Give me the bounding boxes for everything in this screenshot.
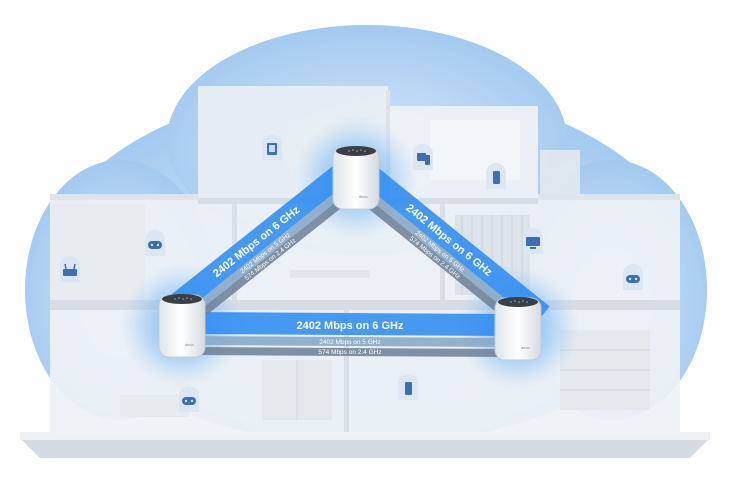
link-left-top: 2402 Mbps on 6 GHz 2402 Mbps on 5 GHz 57… <box>159 154 372 334</box>
link-bottom-primary-label: 2402 Mbps on 6 GHz <box>297 320 404 332</box>
node-logo: deco <box>521 345 530 350</box>
band-6ghz <box>349 155 550 324</box>
device-icons <box>60 134 643 412</box>
band-24ghz <box>190 347 510 357</box>
link-bottom: 2402 Mbps on 6 GHz 2402 Mbps on 5 GHz 57… <box>190 312 510 357</box>
router-icon <box>60 256 80 282</box>
band-6ghz <box>159 154 362 321</box>
mesh-node-left: deco <box>158 294 206 358</box>
tablet-icon <box>262 134 282 160</box>
band-24ghz <box>339 178 531 337</box>
node-logo: deco <box>359 194 368 199</box>
gamepad-icon <box>145 230 165 256</box>
band-5ghz <box>344 172 536 330</box>
band-5ghz <box>190 336 510 347</box>
mesh-node-top: deco <box>332 146 380 210</box>
band-6ghz <box>190 312 510 336</box>
node-logo: deco <box>185 342 194 347</box>
phone-icon <box>486 163 506 189</box>
tv-icon <box>523 228 543 254</box>
gamepad-icon <box>179 386 199 412</box>
band-5ghz <box>173 171 367 328</box>
gamepad-icon <box>623 264 643 290</box>
link-bottom-tertiary-label: 574 Mbps on 2.4 GHz <box>318 349 381 356</box>
mesh-node-right: deco <box>494 297 542 361</box>
link-bottom-secondary-label: 2402 Mbps on 5 GHz <box>319 339 380 346</box>
phone-icon <box>398 374 418 400</box>
band-24ghz <box>178 177 372 334</box>
pc-icon <box>413 144 433 170</box>
